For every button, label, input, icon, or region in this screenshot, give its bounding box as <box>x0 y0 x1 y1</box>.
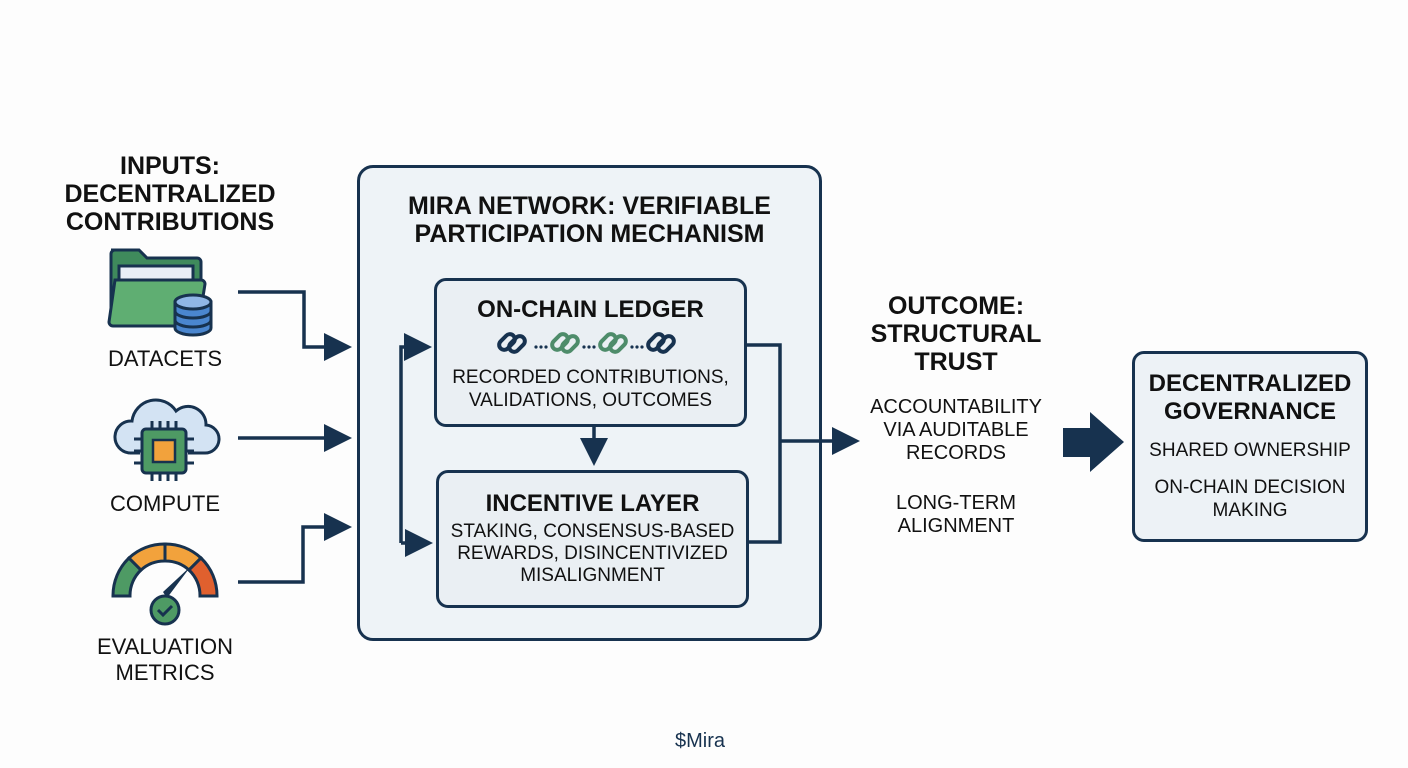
inputs-title: INPUTS: DECENTRALIZED CONTRIBUTIONS <box>64 152 276 236</box>
arrow-evaluation-to-network <box>238 513 352 584</box>
footer-tag: $Mira <box>674 730 725 752</box>
outcome-point-alignment: LONG-TERM ALIGNMENT <box>896 492 1016 537</box>
governance-title: DECENTRALIZED GOVERNANCE <box>1148 370 1352 425</box>
arrow-datasets-to-network <box>238 290 352 361</box>
governance-point-shared-ownership: SHARED OWNERSHIP <box>1149 440 1351 461</box>
cloud-chip-icon <box>113 398 221 481</box>
ledger-title: ON-CHAIN LEDGER <box>477 296 704 323</box>
folder-database-icon <box>107 248 213 337</box>
governance-box <box>1132 351 1368 542</box>
incentive-title: INCENTIVE LAYER <box>485 490 700 517</box>
outcome-point-accountability: ACCOUNTABILITY VIA AUDITABLE RECORDS <box>870 396 1042 464</box>
input-label-compute: COMPUTE <box>110 491 220 516</box>
input-label-evaluation-metrics: EVALUATION METRICS <box>96 634 234 685</box>
on-chain-ledger-box <box>434 278 747 427</box>
outcome-title: OUTCOME: STRUCTURAL TRUST <box>870 292 1042 376</box>
gauge-check-icon <box>111 542 219 626</box>
input-label-datasets: DATACETS <box>107 346 223 371</box>
incentive-description: STAKING, CONSENSUS-BASED REWARDS, DISINC… <box>450 521 735 586</box>
chain-links-icon <box>497 332 676 354</box>
mechanism-title: MIRA NETWORK: VERIFIABLE PARTICIPATION M… <box>408 192 771 248</box>
big-arrow-to-governance <box>1063 412 1124 472</box>
governance-point-decision-making: ON-CHAIN DECISION MAKING <box>1154 477 1346 521</box>
ledger-description: RECORDED CONTRIBUTIONS, VALIDATIONS, OUT… <box>452 367 729 411</box>
